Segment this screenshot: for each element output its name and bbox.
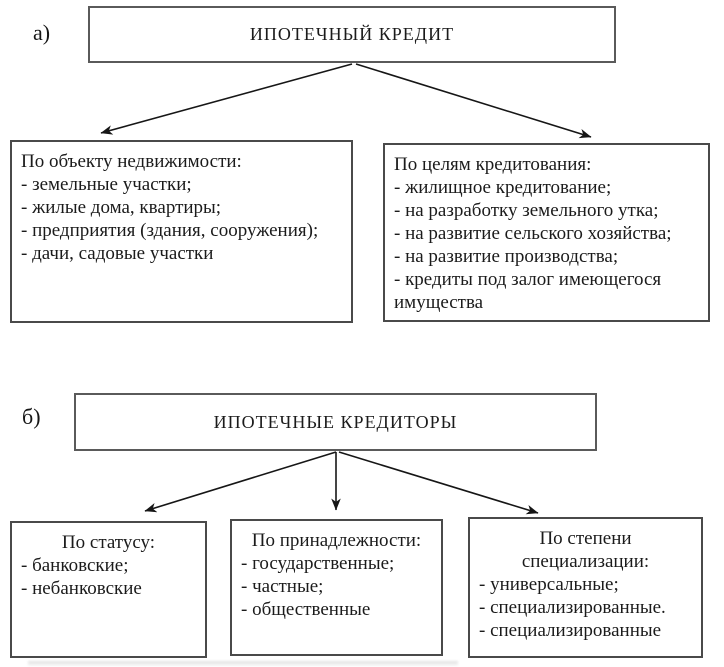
list-item: - кредиты под залог имеющегося имущества: [394, 269, 662, 313]
list-item: - общественные: [241, 599, 371, 620]
arrow-b-left-icon: [144, 451, 337, 513]
list-item: - жилищное кредитование;: [394, 177, 612, 198]
mortgage-credit-root-title: ИПОТЕЧНЫЙ КРЕДИТ: [249, 24, 455, 44]
category-heading: По степени специализации:: [521, 528, 650, 572]
list-item: - частные;: [241, 576, 324, 597]
scan-artifact: [28, 661, 458, 666]
category-heading: По объекту недвижимости:: [21, 151, 242, 172]
list-item: - специализированные.: [479, 597, 666, 618]
list-item: - специализированные: [479, 620, 662, 641]
mortgage-credit-root-box: ИПОТЕЧНЫЙ КРЕДИТ: [88, 6, 616, 63]
section-a-label: а): [33, 20, 51, 45]
list-item: - государственные;: [241, 553, 395, 574]
list-item: - земельные участки;: [21, 174, 192, 195]
list-item: - на развитие производства;: [394, 246, 619, 267]
category-heading: По принадлежности:: [251, 530, 422, 551]
category-box-by-credit-purpose: По целям кредитования: - жилищное кредит…: [383, 143, 710, 322]
list-item: - универсальные;: [479, 574, 619, 595]
mortgage-creditors-root-box: ИПОТЕЧНЫЕ КРЕДИТОРЫ: [74, 393, 597, 451]
list-item: - жилые дома, квартиры;: [21, 197, 222, 218]
list-item: - на разработку земельного утка;: [394, 200, 659, 221]
list-item: - банковские;: [21, 555, 129, 576]
mortgage-creditors-root-title: ИПОТЕЧНЫЕ КРЕДИТОРЫ: [213, 411, 458, 432]
category-box-by-status: По статусу: - банковские; - небанковские: [10, 521, 207, 658]
list-item: - предприятия (здания, сооружения);: [21, 220, 319, 241]
category-heading: По целям кредитования:: [394, 154, 592, 175]
list-item: - небанковские: [21, 578, 142, 599]
list-item: - дачи, садовые участки: [21, 243, 214, 264]
arrow-b-right-icon: [338, 451, 539, 515]
section-b-label: б): [22, 404, 41, 429]
arrow-a-left-icon: [100, 63, 353, 135]
category-box-by-specialization: По степени специализации: - универсальны…: [468, 517, 703, 658]
arrow-a-right-icon: [355, 63, 592, 139]
category-box-by-ownership: По принадлежности: - государственные; - …: [230, 519, 443, 656]
category-heading: По статусу:: [61, 532, 156, 553]
category-box-by-property-object: По объекту недвижимости: - земельные уча…: [10, 140, 353, 323]
list-item: - на развитие сельского хозяйства;: [394, 223, 672, 244]
